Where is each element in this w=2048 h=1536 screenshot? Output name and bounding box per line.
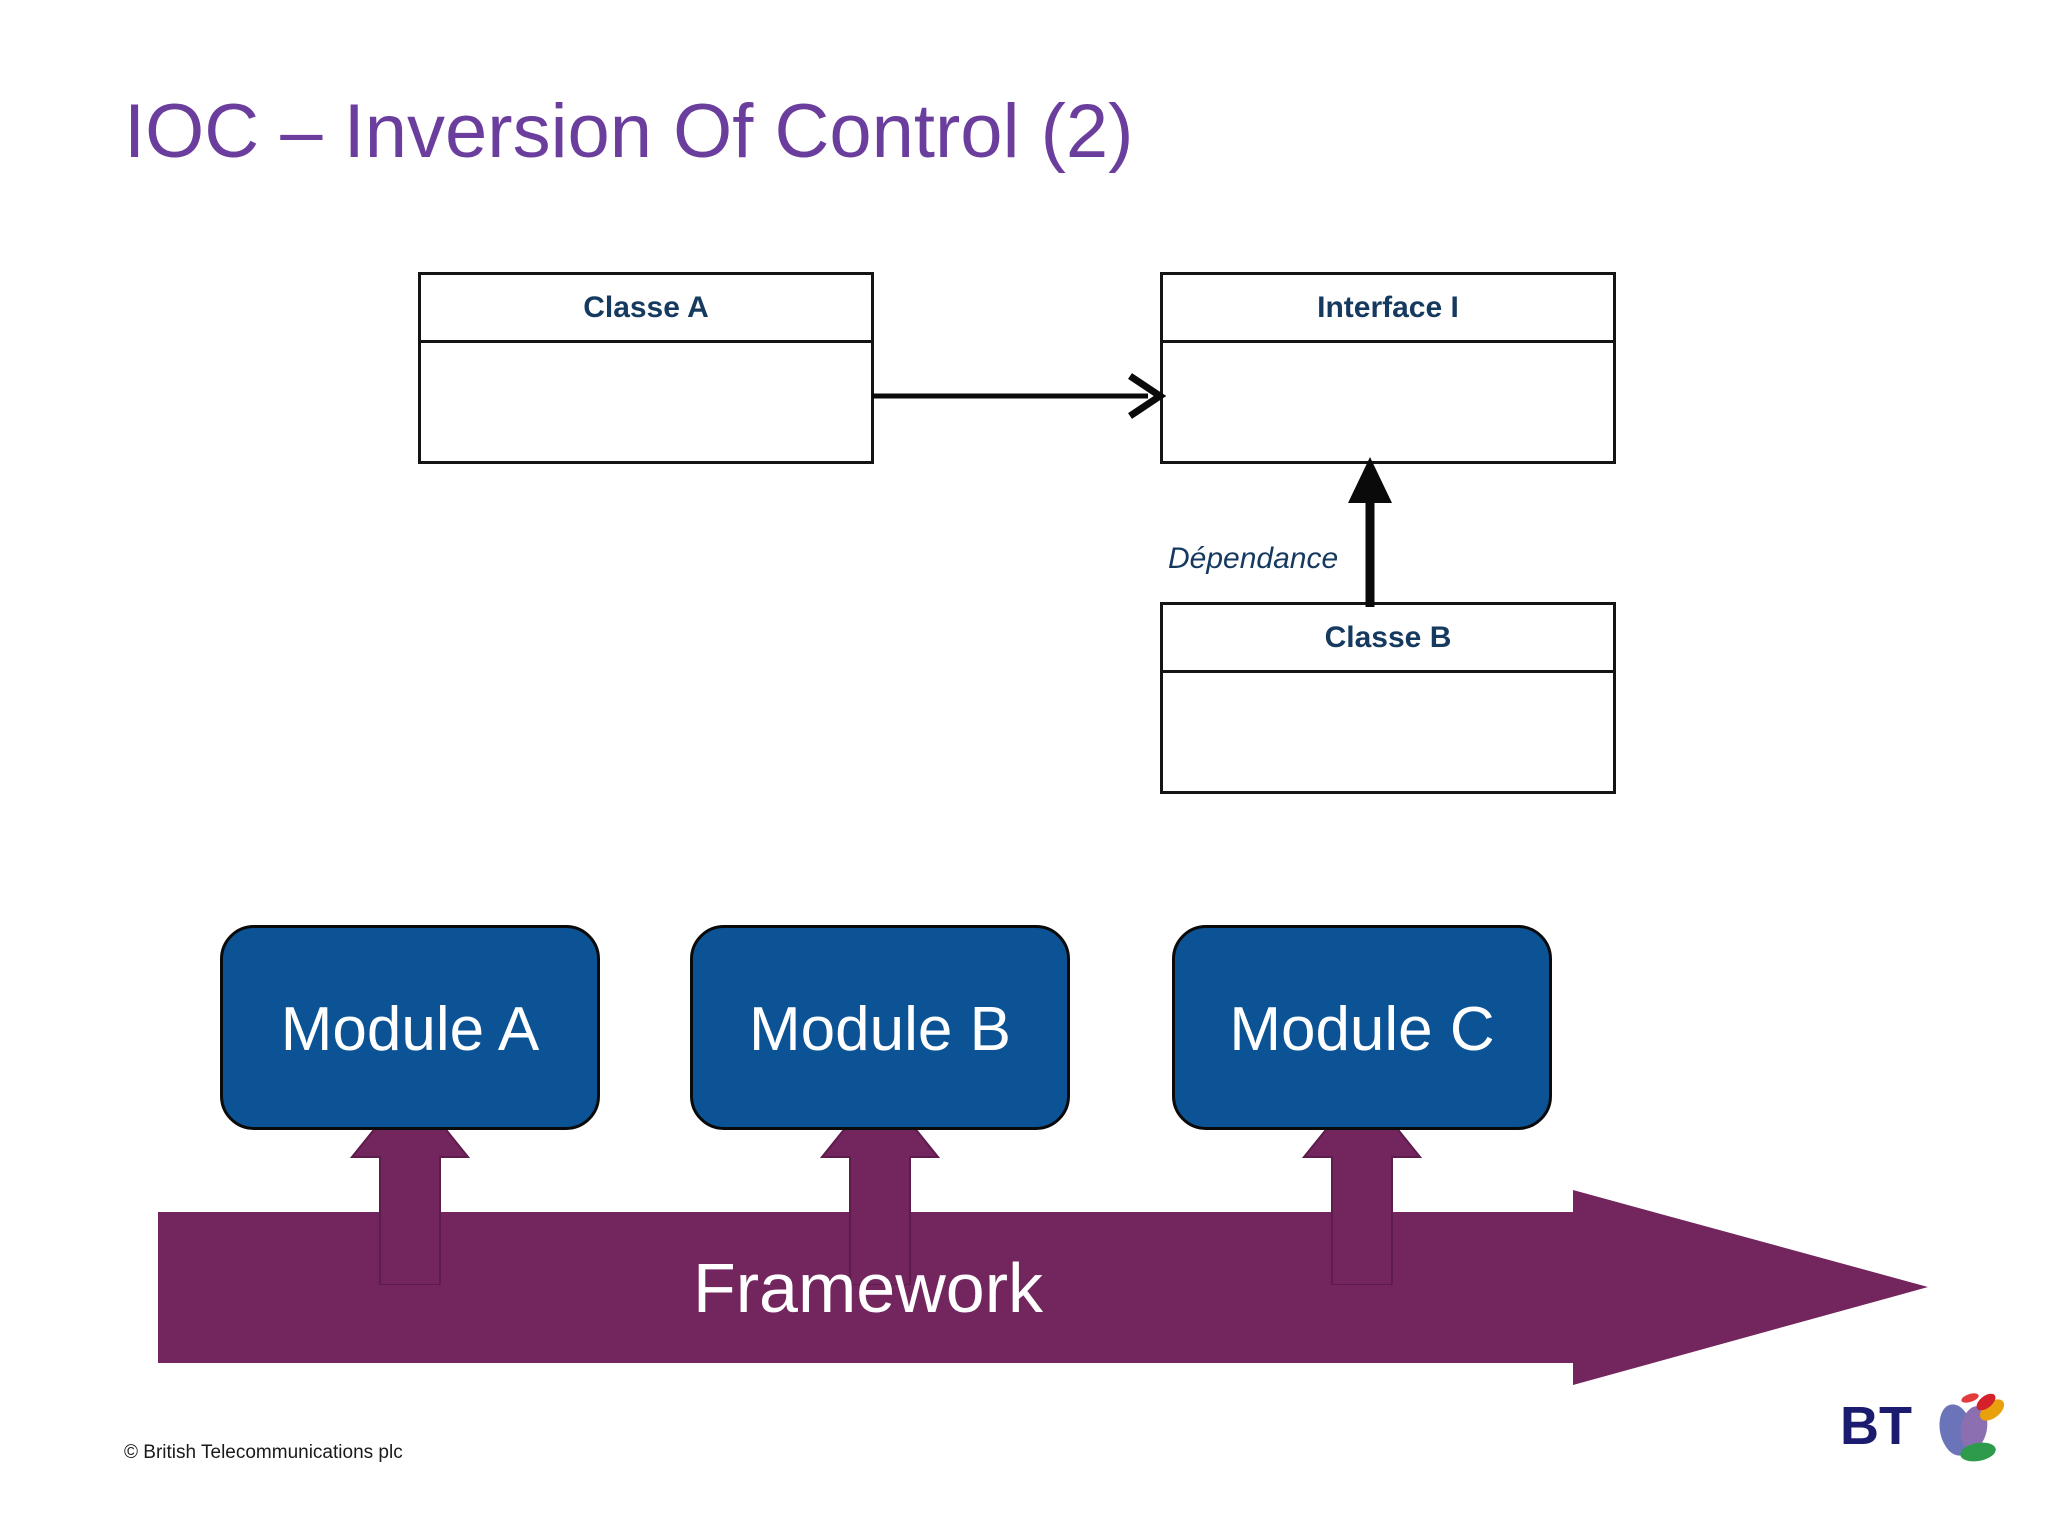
- uml-class-body: [421, 343, 871, 461]
- uml-class-name: Interface I: [1317, 290, 1459, 324]
- dependency-arrow-icon: [872, 373, 1167, 419]
- bt-logo-icon: BT: [1840, 1393, 2005, 1462]
- footer-copyright: © British Telecommunications plc: [124, 1442, 403, 1463]
- uml-class-header: Classe A: [421, 275, 871, 343]
- module-label: Module C: [1229, 995, 1495, 1064]
- dependance-label: Dépendance: [1168, 542, 1339, 575]
- page-title: IOC – Inversion Of Control (2): [124, 89, 1134, 174]
- svg-text:BT: BT: [1840, 1396, 1912, 1456]
- uml-class-classe-b: Classe B: [1160, 602, 1616, 794]
- uml-class-body: [1163, 673, 1613, 791]
- uml-class-header: Interface I: [1163, 275, 1613, 343]
- uml-class-name: Classe B: [1324, 620, 1452, 654]
- uml-class-classe-a: Classe A: [418, 272, 874, 464]
- module-label: Module A: [280, 995, 540, 1064]
- module-box-c[interactable]: Module C: [1172, 925, 1552, 1130]
- framework-arrow-shape: [158, 1190, 1928, 1385]
- uml-class-header: Classe B: [1163, 605, 1613, 673]
- framework-to-module-b-arrow-icon: [820, 1085, 940, 1285]
- uml-class-name: Classe A: [583, 290, 709, 324]
- framework-to-module-a-arrow-icon: [350, 1085, 470, 1285]
- realization-arrow-icon: [1348, 457, 1392, 607]
- framework-to-module-c-arrow-icon: [1302, 1085, 1422, 1285]
- module-label: Module B: [749, 995, 1011, 1064]
- uml-class-body: [1163, 343, 1613, 461]
- module-box-b[interactable]: Module B: [690, 925, 1070, 1130]
- uml-class-interface-i: Interface I: [1160, 272, 1616, 464]
- module-box-a[interactable]: Module A: [220, 925, 600, 1130]
